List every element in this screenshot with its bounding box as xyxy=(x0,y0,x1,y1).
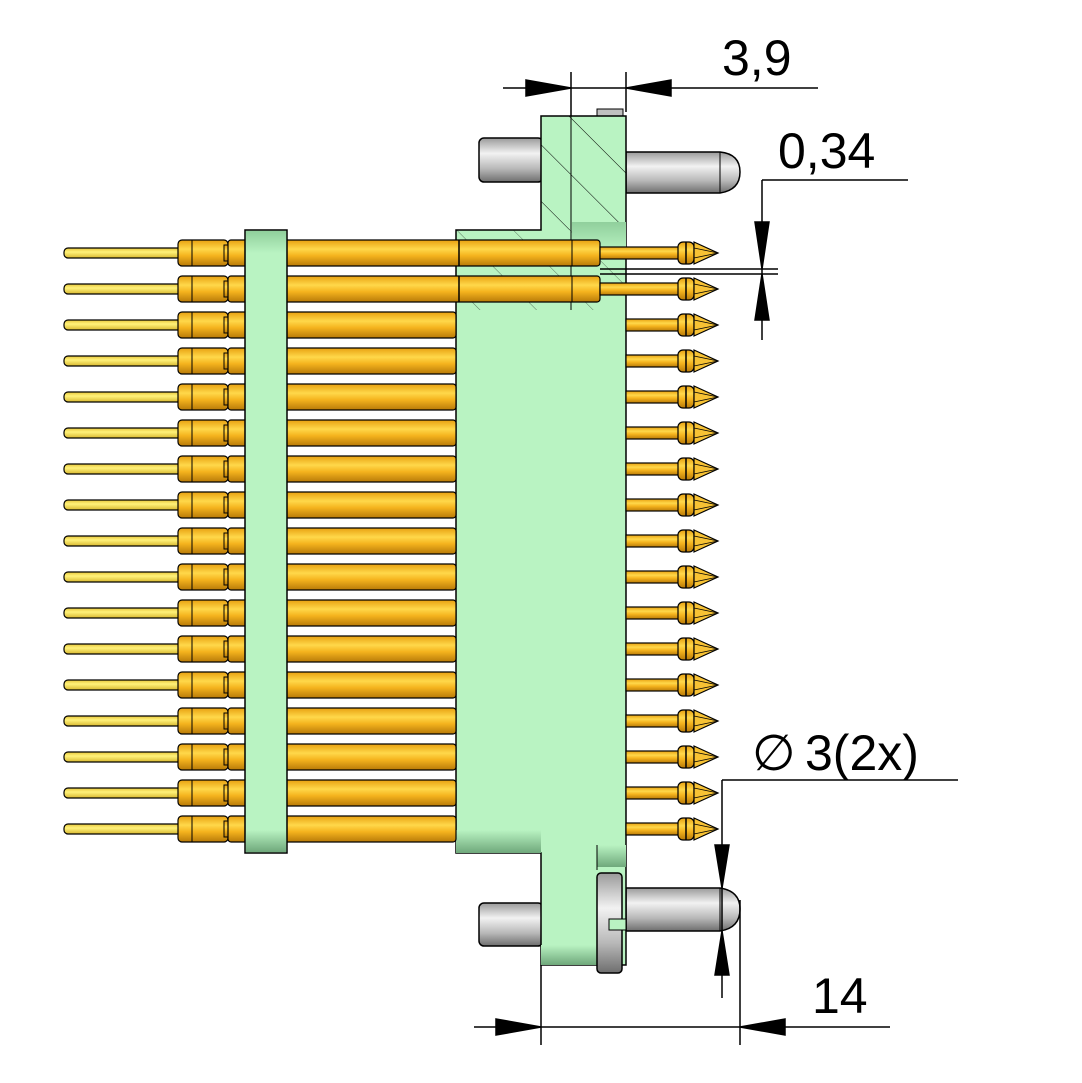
dimension-dowel-length xyxy=(474,900,890,1045)
dimension-gap xyxy=(600,179,908,340)
dowel-pin-top xyxy=(478,108,741,194)
housing-block xyxy=(455,72,627,966)
spring-pin xyxy=(63,239,720,267)
dimension-label-0-34: 0,34 xyxy=(778,123,875,179)
spring-pin xyxy=(63,275,720,303)
dimension-label-diameter: 3(2x) xyxy=(805,725,919,781)
spring-pin xyxy=(63,707,720,735)
spring-pin xyxy=(63,635,720,663)
washer xyxy=(596,872,627,974)
diameter-symbol: ∅ xyxy=(752,725,796,781)
dimension-dowel-diameter xyxy=(714,779,958,998)
spring-pin xyxy=(63,599,720,627)
dimension-label-14: 14 xyxy=(812,968,868,1024)
dimension-label-3-9: 3,9 xyxy=(722,30,792,86)
dimension-width-top xyxy=(503,72,818,116)
retainer-plate xyxy=(244,229,288,854)
spring-pin xyxy=(63,671,720,699)
